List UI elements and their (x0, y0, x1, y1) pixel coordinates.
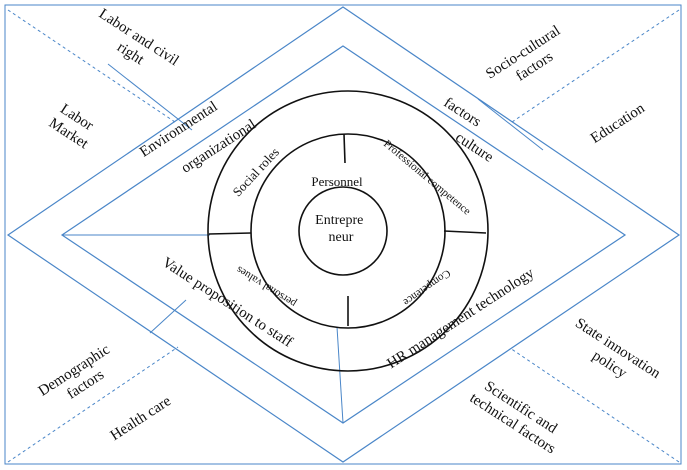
diagram-lines (4, 4, 682, 465)
divider-top-left (7, 9, 176, 123)
ring-divider-left (208, 232, 252, 235)
label-personnel: Personnel (311, 174, 363, 189)
label-value-proposition: Value proposition to staff (159, 255, 295, 351)
separator-lower-left (149, 299, 187, 334)
outer-dividers (7, 9, 680, 463)
label-factors: factors (441, 95, 484, 131)
label-personal-values: personal values (234, 263, 298, 309)
outer-diamond (6, 6, 681, 463)
ring-divider-right (443, 230, 487, 234)
label-entrepreneur: Entrepre neur (315, 213, 367, 245)
label-hr-management: HR management technology (384, 265, 537, 372)
core-circles (207, 90, 489, 372)
divider-bottom-right (509, 347, 680, 463)
label-labor-market: Labor Market (46, 100, 102, 153)
label-professional-competence: Professional competence (381, 138, 473, 218)
label-state-innovation: State innovation policy (562, 315, 666, 399)
label-labor-civil-right: Labor and civil right (86, 6, 185, 86)
separator-lower-right (336, 326, 344, 424)
separator-upper-left (107, 63, 193, 131)
label-health-care: Health care (108, 393, 175, 444)
label-culture: culture (452, 130, 496, 166)
label-education: Education (588, 100, 648, 147)
label-competence: Competence (401, 267, 453, 308)
label-demographic: Demographic factors (36, 340, 126, 415)
label-scientific-technical: Scientific and technical factors (467, 375, 568, 457)
ring-divider-top (343, 133, 346, 164)
outer-circle (207, 90, 489, 372)
outer-frame (4, 4, 682, 465)
separator-upper-right (477, 98, 544, 151)
inner-circle (298, 186, 388, 276)
label-socio-cultural: Socio-cultural factors (483, 21, 576, 98)
divider-bottom-left (7, 346, 179, 463)
label-social-roles: Social roles (229, 145, 282, 200)
